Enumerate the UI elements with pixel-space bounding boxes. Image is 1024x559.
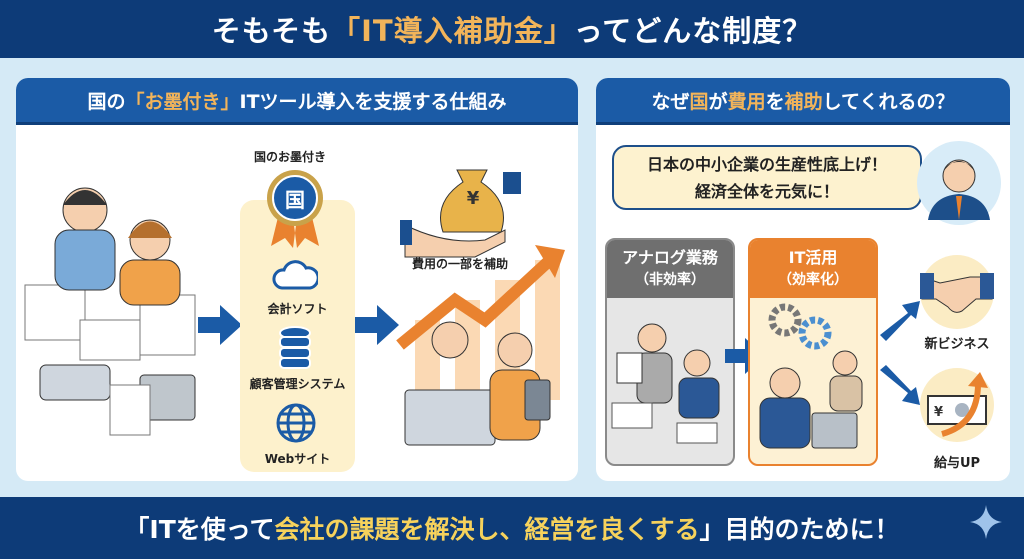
footer-highlight: 会社の課題を解決し、経営を良くする [274, 515, 700, 544]
footer-text-end: 」目的のために！ [699, 515, 900, 544]
title-highlight: 「お墨付き」 [125, 90, 240, 113]
it-workers-illustration [759, 303, 863, 449]
analog-sub: （非効率） [635, 272, 705, 288]
title-highlight: 「IT導入補助金」 [331, 14, 574, 48]
arrow-right-icon [198, 305, 242, 345]
title-part: してくれるの？ [822, 90, 955, 113]
left-panel-title: 国の「お墨付き」ITツール導入を支援する仕組み [16, 78, 578, 125]
speech-line: 日本の中小企業の生産性底上げ！ [646, 154, 887, 174]
title-highlight: 補助 [784, 90, 823, 113]
tool-label-crm: 顧客管理システム [249, 377, 346, 391]
outcome-label-new-business: 新ビジネス [924, 337, 990, 352]
title-text: そもそも [211, 14, 332, 48]
title-part: 国の [87, 90, 126, 113]
globe-icon [276, 403, 316, 443]
gear-icon [768, 303, 802, 337]
analog-work-box: アナログ業務 （非効率） [605, 238, 735, 466]
title-part: を [765, 90, 785, 113]
analog-title: アナログ業務 [622, 248, 718, 267]
arrow-right-icon [355, 305, 399, 345]
sparkle-icon [970, 505, 1002, 539]
title-highlight: 国 [689, 90, 709, 113]
title-text-end: ってどんな制度？ [573, 14, 813, 48]
title-part: なぜ [651, 90, 690, 113]
stressed-workers-illustration [24, 187, 196, 436]
tool-label-website: Webサイト [264, 452, 331, 466]
salary-circle: ¥ [920, 368, 994, 442]
handshake-icon [920, 273, 994, 313]
speech-bubble: 日本の中小企業の生産性底上げ！ 経済全体を元気に！ [612, 145, 922, 210]
money-bag-hand [400, 169, 521, 258]
tool-label-accounting: 会計ソフト [267, 302, 328, 316]
banknote-arrow-icon: ¥ [927, 372, 988, 437]
subsidy-label: 費用の一部を補助 [411, 257, 508, 271]
speech-line: 経済全体を元気に！ [694, 181, 839, 201]
title-part: ITツール導入を支援する仕組み [239, 90, 507, 113]
outcome-arrows [880, 301, 920, 405]
footer-text: 「ITを使って [124, 515, 275, 544]
title-highlight: 費用 [727, 90, 766, 113]
yen-symbol: ¥ [466, 188, 480, 209]
official-avatar [917, 141, 1001, 225]
outcome-label-salary-up: 給与UP [933, 456, 981, 471]
ribbon-badge-icon [267, 170, 323, 248]
badge-label: 国のお墨付き [253, 150, 326, 164]
gear-icon [798, 316, 832, 350]
it-utilization-box: IT活用 （効率化） [748, 238, 878, 466]
right-panel-title: なぜ国が費用を補助してくれるの？ [596, 78, 1010, 125]
analog-workers-illustration [611, 323, 720, 444]
footer-banner: 「ITを使って会社の課題を解決し、経営を良くする」目的のために！ [0, 497, 1024, 559]
growth-illustration [396, 169, 565, 446]
cloud-icon [272, 260, 318, 290]
svg-text:¥: ¥ [934, 405, 943, 420]
database-icon [279, 326, 311, 369]
handshake-circle [920, 255, 994, 329]
it-title: IT活用 [788, 248, 838, 267]
paper-stacks [24, 284, 196, 361]
page-title: そもそも「IT導入補助金」ってどんな制度？ [0, 0, 1024, 58]
badge-glyph: 国 [285, 188, 305, 212]
it-sub: （効率化） [778, 272, 848, 288]
title-part: が [708, 90, 728, 113]
